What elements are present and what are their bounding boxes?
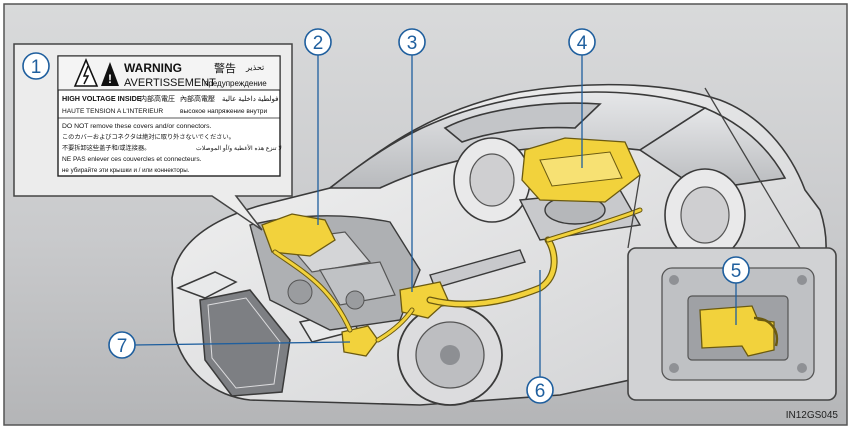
component-7-compressor bbox=[341, 325, 379, 357]
label-line2-ru: высокое напряжение внутри bbox=[180, 108, 267, 115]
label-warning: WARNING bbox=[124, 61, 182, 75]
svg-text:4: 4 bbox=[577, 33, 588, 54]
callout-2: 2 bbox=[304, 28, 332, 56]
label-line7-ru: не убирайте эти крышки и / или коннектор… bbox=[62, 167, 190, 174]
callout-1: 1 bbox=[22, 52, 50, 80]
label-arabic-warning: تحذير bbox=[245, 63, 264, 72]
svg-text:2: 2 bbox=[313, 33, 324, 54]
label-line5-zh: 不要拆卸这些盖子和/或连接器。 bbox=[62, 144, 150, 152]
leader-lines bbox=[133, 55, 737, 377]
svg-text:3: 3 bbox=[407, 33, 418, 54]
warning-label-inset: ! WARNING AVERTISSEMENT 警告 تحذير предупр… bbox=[13, 43, 293, 231]
svg-text:5: 5 bbox=[731, 261, 742, 282]
component-2-inverter bbox=[261, 213, 336, 257]
label-avertissement: AVERTISSEMENT bbox=[124, 77, 216, 89]
inset-service-plug bbox=[627, 87, 837, 401]
callout-6: 6 bbox=[526, 376, 554, 404]
label-line1-zh: 內部高電壓 bbox=[180, 94, 215, 103]
callout-4: 4 bbox=[568, 28, 596, 56]
label-japanese-warning: 警告 bbox=[214, 61, 236, 75]
svg-text:6: 6 bbox=[535, 381, 546, 402]
front-wheel bbox=[397, 304, 503, 406]
lightning-bolt-icon bbox=[82, 65, 90, 85]
label-line1-en: HIGH VOLTAGE INSIDE bbox=[62, 94, 142, 103]
callout-7: 7 bbox=[108, 331, 136, 359]
component-6-power-cable bbox=[272, 207, 643, 343]
rear-wheel bbox=[453, 137, 746, 262]
label-line1-ja: 内部高電圧 bbox=[140, 94, 175, 103]
svg-text:1: 1 bbox=[31, 57, 42, 78]
image-code: IN12GS045 bbox=[786, 410, 839, 421]
label-line6-fr: NE PAS enlever ces couvercles et connect… bbox=[62, 156, 202, 163]
label-line2-fr: HAUTE TENSION A L'INTERIEUR bbox=[62, 108, 163, 115]
svg-text:!: ! bbox=[108, 72, 112, 86]
label-line1-ar: فولطية داخلية عالية bbox=[222, 95, 278, 103]
callout-5: 5 bbox=[722, 256, 750, 284]
svg-text:7: 7 bbox=[117, 336, 128, 357]
label-russian-warning: предупреждение bbox=[204, 79, 267, 88]
exclamation-triangle-icon bbox=[101, 62, 119, 86]
label-line4-ja: このカバーおよびコネクタは絶対に取り外さないでください。 bbox=[62, 133, 235, 141]
label-line5-ar: لا تنزع هذه الأغطية و/أو الموصلات bbox=[196, 143, 282, 152]
callout-3: 3 bbox=[398, 28, 426, 56]
high-voltage-components bbox=[261, 137, 641, 357]
label-line3-en: DO NOT remove these covers and/or connec… bbox=[62, 123, 212, 130]
